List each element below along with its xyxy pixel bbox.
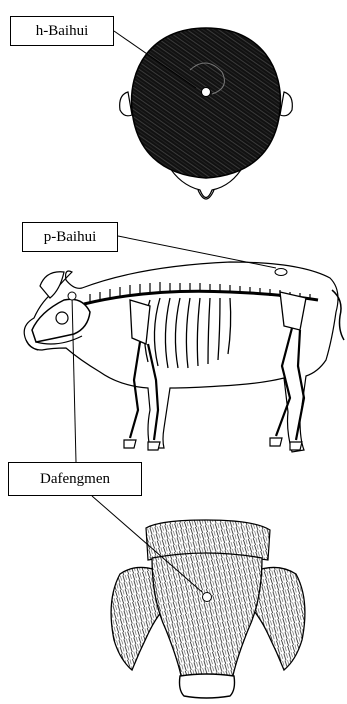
right-ear	[280, 92, 292, 116]
dafengmen-label: Dafengmen	[8, 462, 142, 496]
pig-scapula	[130, 300, 150, 344]
pig-head-illustration	[111, 520, 305, 698]
dafengmen-pig-point	[68, 292, 76, 300]
hair-mass	[132, 28, 281, 178]
p-baihui-label: p-Baihui	[22, 222, 118, 252]
dafengmen-point	[203, 593, 212, 602]
p-baihui-leader-line	[118, 236, 276, 268]
left-ear	[120, 92, 132, 116]
human-head-illustration	[120, 28, 293, 199]
h-baihui-point	[202, 88, 211, 97]
pig-head-outline	[152, 553, 262, 680]
h-baihui-label: h-Baihui	[10, 16, 114, 46]
p-baihui-point	[275, 269, 287, 276]
pig-head-snout	[180, 674, 235, 698]
pig-skeleton-illustration	[24, 262, 344, 452]
pig-eye-socket	[56, 312, 68, 324]
